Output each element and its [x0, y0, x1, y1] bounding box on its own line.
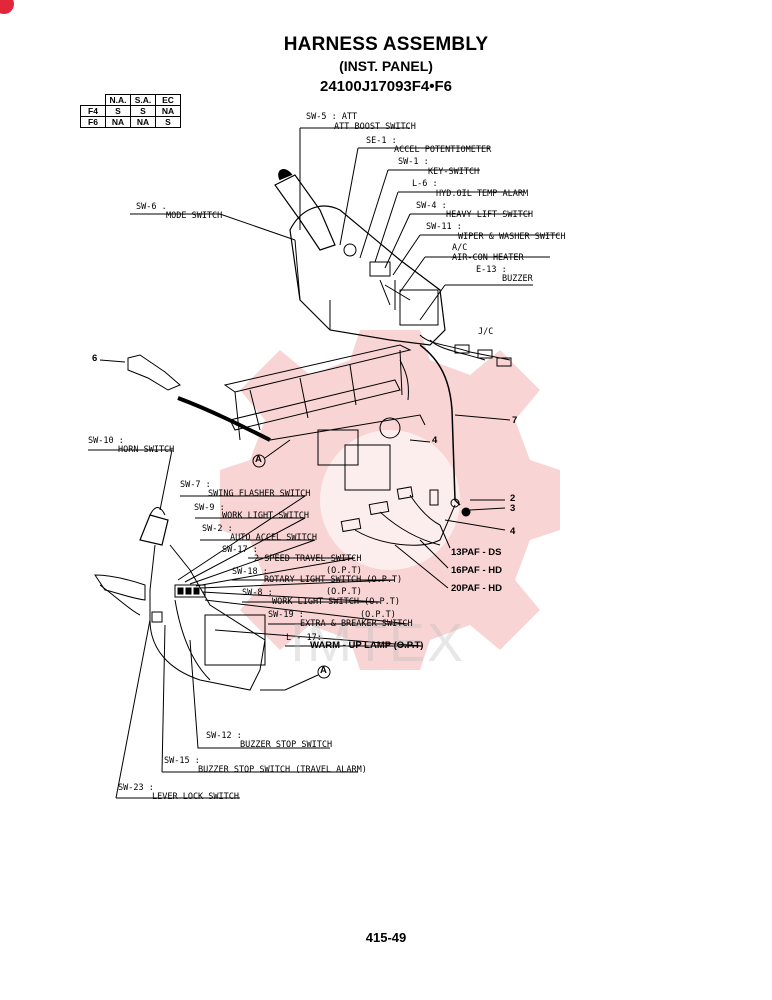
sw7-code: SW-7 :	[180, 480, 211, 490]
se1-name: ACCEL POTENTIOMETER	[394, 145, 492, 155]
sw6-name: MODE SWITCH	[166, 211, 223, 221]
watermark-text: IMTEX	[290, 613, 466, 673]
option-cell: S	[155, 116, 181, 128]
sw18-code: SW-18 :	[232, 567, 268, 577]
ac-name: AIR-CON HEATER	[452, 253, 524, 263]
sw9-code: SW-9 :	[194, 503, 225, 513]
callout-4-lower: 4	[510, 526, 516, 537]
sw23-code: SW-23 :	[118, 783, 154, 793]
e13-name: BUZZER	[502, 274, 533, 284]
option-cell: NA	[130, 116, 156, 128]
l17-name: WARM - UP LAMP (O.P.T)	[310, 640, 424, 651]
ref-a-bottom: A	[320, 665, 327, 676]
se1-code: SE-1 :	[366, 136, 397, 146]
sw7-name: SWING FLASHER SWITCH	[208, 489, 311, 499]
sw23-name: LEVER LOCK SWITCH	[152, 792, 239, 802]
part-number: 24100J17093F4•F6	[319, 78, 453, 95]
paf-16: 16PAF - HD	[451, 565, 503, 576]
sw11-code: SW-11 :	[426, 222, 462, 232]
l6-name: HYD.OIL TEMP ALARM	[436, 189, 529, 199]
ac-code: A/C	[452, 243, 468, 253]
sw19-name: EXTRA & BREAKER SWITCH	[300, 619, 413, 629]
corner-badge	[0, 0, 14, 14]
page-subtitle: (INST. PANEL)	[339, 58, 433, 74]
sw17-name: 2-SPEED TRAVEL SWITCH	[254, 554, 362, 564]
l17-code: L - 17:	[286, 633, 322, 643]
callout-3: 3	[510, 503, 516, 514]
sw1-name: KEY-SWITCH	[428, 167, 480, 177]
sw17-code: SW-17 :	[222, 545, 258, 555]
paf-13: 13PAF - DS	[451, 547, 502, 558]
sw19-code: SW-19 :	[268, 610, 304, 620]
page-title: HARNESS ASSEMBLY	[283, 34, 489, 55]
sw15-code: SW-15 :	[164, 756, 200, 766]
sw11-name: WIPER & WASHER SWITCH	[458, 232, 566, 242]
callout-2: 2	[510, 493, 516, 504]
callout-6: 6	[92, 353, 98, 364]
sw1-code: SW-1 :	[398, 157, 429, 167]
sw12-name: BUZZER STOP SWITCH	[240, 740, 333, 750]
callout-4-upper: 4	[432, 435, 438, 446]
sw18-opt: (O.P.T)	[326, 566, 362, 576]
callout-7: 7	[512, 415, 518, 426]
sw8-code: SW-8 :	[242, 588, 273, 598]
option-table: N.A. S.A. EC F4 S S NA F6 NA NA S	[80, 94, 181, 128]
e13-code: E-13 :	[476, 265, 507, 275]
l6-code: L-6 :	[412, 179, 438, 189]
sw10-name: HORN SWITCH	[118, 445, 175, 455]
sw15-name: BUZZER STOP SWITCH (TRAVEL ALARM)	[198, 765, 367, 775]
paf-20: 20PAF - HD	[451, 583, 503, 594]
jc-label: J/C	[478, 327, 494, 337]
sw2-name: AUTO ACCEL SWITCH	[230, 533, 317, 543]
ref-a-top: A	[255, 454, 262, 465]
sw18-name: ROTARY LIGHT SWITCH (O.P.T)	[264, 575, 403, 585]
sw2-code: SW-2 :	[202, 524, 233, 534]
sw9-name: WORK LIGHT SWITCH	[222, 511, 309, 521]
sw8-opt: (O.P.T)	[326, 587, 362, 597]
sw5-code: SW-5 : ATT	[306, 112, 358, 122]
sw4-code: SW-4 :	[416, 201, 447, 211]
page-number: 415-49	[365, 930, 407, 945]
sw10-code: SW-10 :	[88, 436, 124, 446]
sw5-name: ATT BOOST SWITCH	[334, 122, 416, 132]
sw19-opt: (O.P.T)	[360, 610, 396, 620]
sw8-name: WORK LIGHT SWITCH (O.P.T)	[272, 597, 400, 607]
sw6-code: SW-6 .	[136, 202, 167, 212]
sw4-name: HEAVY LIFT SWITCH	[446, 210, 533, 220]
sw12-code: SW-12 :	[206, 731, 242, 741]
